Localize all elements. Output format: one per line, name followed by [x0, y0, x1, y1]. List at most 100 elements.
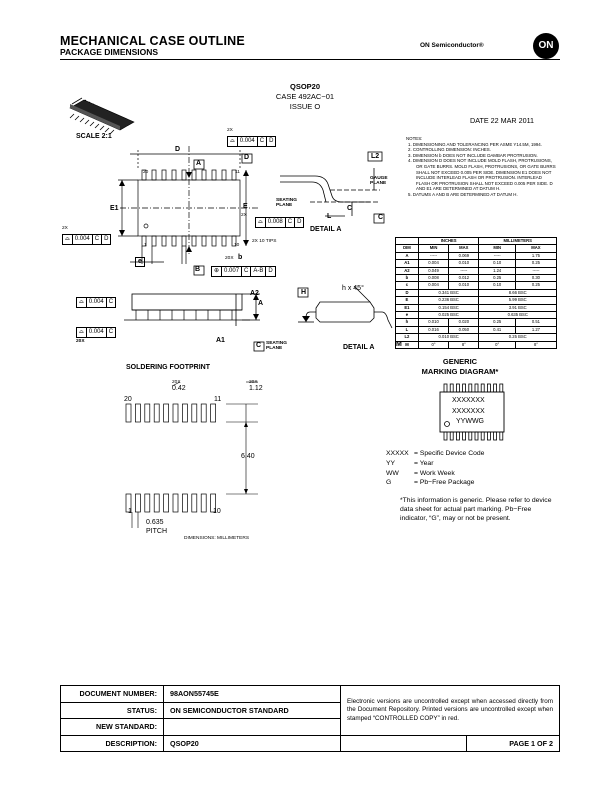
end-detail-a-label: DETAIL A — [343, 344, 375, 351]
pin-10-label: 10 — [234, 243, 240, 248]
footprint-pad — [135, 403, 141, 423]
tol-frame-side: ⌓ 0.008 C D — [255, 217, 305, 228]
footprint-pad — [153, 403, 160, 423]
legend-value: = Year — [414, 459, 434, 467]
doc-number-label: DOCUMENT NUMBER: — [60, 685, 164, 703]
table-cell: ----- — [448, 266, 480, 276]
marking-lead — [499, 431, 504, 441]
table-cell: 0.012 — [448, 274, 480, 283]
table-cell: 8° — [448, 340, 480, 350]
table-cell: E — [395, 296, 419, 305]
marking-lead — [468, 383, 473, 393]
footprint-pad — [210, 493, 216, 513]
page-title: MECHANICAL CASE OUTLINE — [60, 34, 245, 48]
datum-b-label: B — [195, 266, 201, 273]
table-cell: 0.25 — [514, 281, 558, 290]
legend-value: = Specific Device Code — [414, 450, 485, 457]
table-cell: c — [395, 281, 419, 290]
page-number: PAGE 1 OF 2 — [466, 734, 560, 752]
table-cell: E1 — [395, 303, 419, 313]
dim-a1-label: A1 — [216, 337, 225, 344]
doc-disclaimer: Electronic versions are uncontrolled exc… — [340, 685, 560, 736]
dim-e1-label: E1 — [110, 205, 119, 212]
note-item: 5. DATUMS A AND B ARE DETERMINED AT DATU… — [408, 191, 518, 197]
datum-a-label: A — [196, 160, 202, 167]
table-cell: b — [395, 274, 419, 283]
table-group-header: INCHES MILLIMETERS — [395, 236, 557, 246]
tol-ref: D — [297, 219, 302, 225]
marking-lead — [493, 431, 497, 441]
legend-key: WW — [386, 469, 399, 477]
note-item: 1. DIMENSIONING AND TOLERANCING PER ASME… — [408, 141, 542, 147]
tol-ref: C — [108, 299, 114, 305]
footprint-pad — [172, 403, 179, 423]
detail-l2-label: L2 — [371, 153, 380, 160]
table-cell: A2 — [395, 266, 419, 276]
fp-pin-10: 10 — [213, 508, 221, 515]
datum-d-label: D — [244, 154, 250, 161]
marking-footnote: *This information is generic. Please ref… — [400, 497, 552, 522]
note-item: 3. DIMENSION b DOES NOT INCLUDE DAMBAR P… — [408, 152, 538, 158]
legend-key: YY — [386, 459, 396, 467]
dim-a-label: A — [258, 300, 264, 307]
table-cell: 0.41 — [478, 325, 516, 335]
end-view-drawing — [297, 285, 393, 329]
table-cell: 0.010 — [417, 318, 450, 327]
fp-units: DIMENSIONS: MILLIMETERS — [184, 536, 250, 541]
footprint-pad — [191, 403, 198, 423]
group-header: MILLIMETERS — [478, 236, 557, 246]
marking-lead — [449, 431, 454, 441]
table-cell: L — [395, 325, 419, 335]
table-cell: 0.050 — [448, 325, 480, 335]
detail-a-title: DETAIL A — [310, 226, 342, 233]
note-item: 4. DIMENSION D DOES NOT INCLUDE MOLD FLA… — [408, 158, 556, 192]
table-cell: 0° — [417, 340, 450, 350]
description-value: QSOP20 — [163, 734, 341, 752]
flatness-icon: ⌓ — [77, 328, 87, 337]
side-datum-c: C — [256, 342, 262, 349]
package-issue: ISSUE O — [289, 102, 321, 111]
on-logo: ON — [533, 33, 559, 59]
marking-lead — [468, 431, 473, 441]
pad-l-value: 1.12 — [249, 385, 263, 392]
doc-row: DOCUMENT NUMBER: 98AON55745E Electronic … — [60, 685, 560, 736]
table-cell: 1.75 — [514, 251, 558, 261]
marking-line1: XXXXXXX — [452, 397, 485, 404]
tol-ref: C — [258, 137, 268, 146]
package-3d-icon — [69, 97, 135, 134]
detail-datum-c-label: C — [378, 214, 384, 221]
tol-value: 0.004 — [87, 328, 107, 337]
tol-ref: D — [269, 138, 274, 144]
legend-key: XXXXX — [386, 450, 409, 457]
new-standard-value — [163, 718, 341, 736]
detail-a-drawing — [280, 151, 385, 224]
seating-plane-label: SEATING PLANE — [276, 198, 297, 208]
legend-item: XXXXX = Specific Device Code — [386, 449, 484, 459]
legend-item: WW= Work Week — [386, 469, 484, 479]
pin-1-label: 1 — [144, 243, 147, 248]
pin-20-label: 20 — [143, 170, 149, 175]
fp-pitch-value: 0.635 — [146, 519, 164, 526]
marking-title-line1: GENERIC — [442, 357, 478, 366]
dim-e-label: E — [243, 203, 248, 210]
table-cell: 0.010 — [448, 281, 480, 290]
table-cell: h — [395, 318, 419, 327]
group-header: INCHES — [417, 236, 480, 246]
table-cell: ----- — [478, 251, 516, 261]
tol-side-count: 2X — [241, 213, 247, 218]
footprint-pad — [144, 493, 151, 513]
table-cell: 8° — [514, 340, 558, 350]
tol-frame-top: ⌓ 0.004 C D — [227, 136, 277, 147]
dim-d-label: D — [175, 146, 181, 153]
tol-ref: D — [268, 268, 273, 274]
table-cell: ----- — [514, 266, 558, 276]
footprint-title: SOLDERING FOOTPRINT — [126, 364, 210, 371]
